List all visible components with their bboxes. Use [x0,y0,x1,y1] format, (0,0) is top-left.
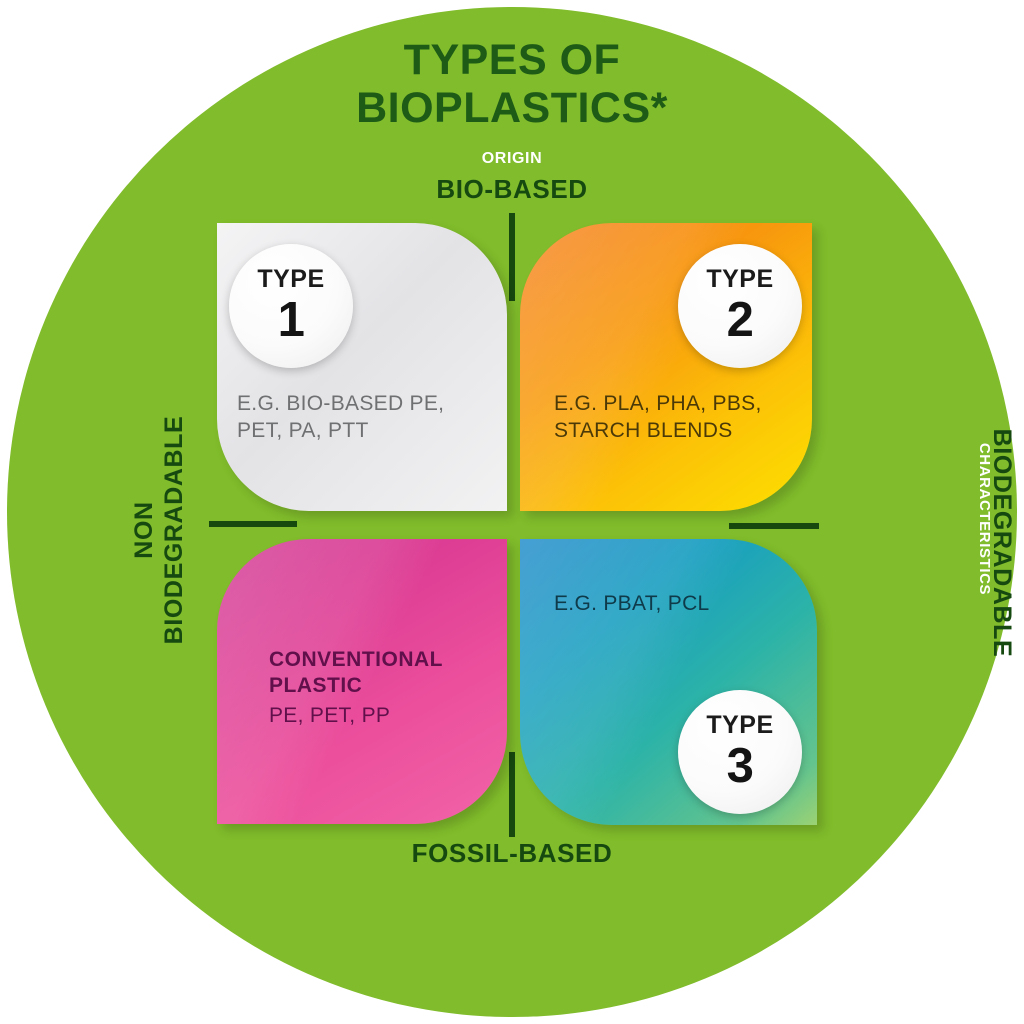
title-line-2: BIOPLASTICS* [356,84,668,133]
type-badge-2-label: TYPE [706,265,774,293]
title-line-1: TYPES OF [403,36,621,84]
axis-label-fossil-based: FOSSIL-BASED [411,838,613,868]
quadrant-card-type-3-inner: E.G. PBAT, PCL [520,539,817,825]
type-badge-3[interactable]: TYPE 3 [678,690,802,814]
quadrant-type-3-examples: E.G. PBAT, PCL [554,592,710,615]
type-badge-1-number: 1 [277,293,305,347]
conventional-plastic-examples: PE, PET, PP [269,703,391,727]
type-badge-3-label: TYPE [706,711,774,739]
type-badge-3-number: 3 [726,739,754,793]
axis-label-non-biodegradable-line-2: BIODEGRADABLE [159,415,188,645]
quadrant-card-conventional-plastic-inner: CONVENTIONAL PLASTIC PE, PET, PP [217,539,507,824]
axis-label-non-biodegradable-line-1: NON [130,501,158,559]
quadrant-card-type-2-inner: E.G. PLA, PHA, PBS, STARCH BLENDS [520,223,812,511]
page-title: TYPES OF BIOPLASTICS* [0,36,1024,132]
axis-label-biodegradable: BIODEGRADABLE [988,428,1016,658]
axis-label-non-biodegradable: NON BIODEGRADABLE [130,380,196,680]
quadrant-card-type-1-inner: E.G. BIO-BASED PE, PET, PA, PTT [217,223,507,511]
type-badge-1-label: TYPE [257,265,325,293]
axis-tick-left [209,521,297,527]
type-badge-1[interactable]: TYPE 1 [229,244,353,368]
axis-label-origin: ORIGIN [481,150,543,167]
type-badge-2-number: 2 [726,293,754,347]
axis-tick-right [729,523,819,529]
axis-tick-top [509,213,515,301]
green-background-circle [7,7,1017,1017]
quadrant-type-1-examples: E.G. BIO-BASED PE, PET, PA, PTT [237,392,445,442]
axis-tick-bottom [509,752,515,837]
quadrant-type-2-examples: E.G. PLA, PHA, PBS, STARCH BLENDS [554,392,762,442]
axis-label-bio-based: BIO-BASED [436,174,588,204]
quadrant-card-conventional-plastic[interactable]: CONVENTIONAL PLASTIC PE, PET, PP [217,539,507,824]
type-badge-2[interactable]: TYPE 2 [678,244,802,368]
conventional-plastic-block: CONVENTIONAL PLASTIC PE, PET, PP [269,647,443,729]
conventional-plastic-heading: CONVENTIONAL PLASTIC [269,648,443,698]
